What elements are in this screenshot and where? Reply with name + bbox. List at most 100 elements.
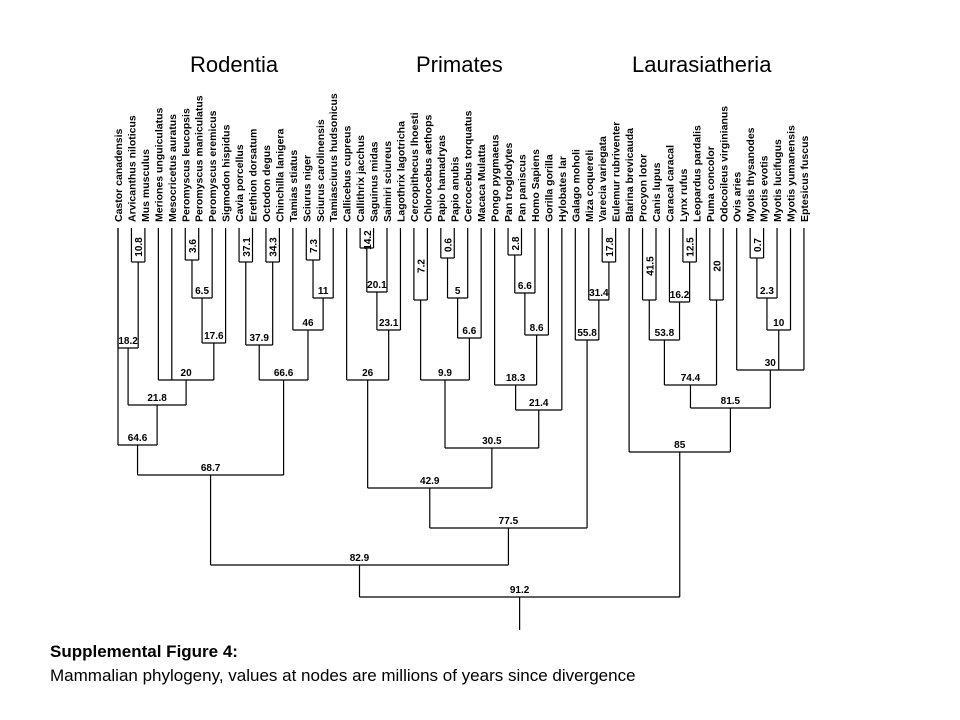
species-label: Gorilla gorilla bbox=[543, 154, 555, 222]
node-age-label: 7.3 bbox=[309, 239, 320, 253]
node-age-label: 55.8 bbox=[577, 328, 597, 339]
node-age-label: 12.5 bbox=[686, 237, 697, 257]
species-label: Canis lupus bbox=[651, 162, 663, 222]
species-label: Tamiasciurus hudsonicus bbox=[328, 93, 340, 222]
node-age-label: 30.5 bbox=[482, 436, 502, 447]
node-age-label: 6.6 bbox=[462, 326, 476, 337]
node-age-label: 18.2 bbox=[118, 336, 138, 347]
node-age-label: 31.4 bbox=[589, 288, 609, 299]
species-label: Eptesicus fuscus bbox=[799, 135, 811, 222]
species-label: Cercocebus torquatus bbox=[463, 110, 475, 222]
species-label: Myotis yumanensis bbox=[786, 125, 798, 222]
laurasiatheria-title: Laurasiatheria bbox=[632, 52, 772, 77]
node-age-label: 6.6 bbox=[518, 281, 532, 292]
node-age-label: 46 bbox=[302, 318, 314, 329]
species-label: Papio anubis bbox=[449, 156, 461, 222]
species-label: Papio hamadryas bbox=[436, 135, 448, 222]
node-age-label: 21.8 bbox=[147, 393, 167, 404]
node-age-label: 26 bbox=[362, 368, 374, 379]
species-label: Peromyscus eremicus bbox=[207, 110, 219, 222]
species-label: Meriones unguiculatus bbox=[153, 107, 165, 222]
species-label: Blarina brevicauda bbox=[624, 128, 636, 222]
species-label: Pan troglodytes bbox=[503, 142, 515, 222]
node-age-label: 18.3 bbox=[506, 373, 526, 384]
species-label: Cercopithecus lhoesti bbox=[409, 112, 421, 222]
node-age-label: 91.2 bbox=[510, 585, 530, 596]
primates-title: Primates bbox=[416, 52, 503, 77]
species-label: Peromyscus maniculatus bbox=[194, 95, 206, 222]
node-age-label: 53.8 bbox=[655, 328, 675, 339]
species-label: Myotis lucifugus bbox=[772, 139, 784, 222]
node-age-label: 2.3 bbox=[760, 286, 774, 297]
node-age-label: 34.3 bbox=[269, 237, 280, 257]
node-age-label: 7.2 bbox=[417, 259, 428, 273]
node-age-label: 37.9 bbox=[249, 333, 269, 344]
node-age-label: 17.8 bbox=[605, 237, 616, 257]
species-label: Odocoileus virginianus bbox=[718, 106, 730, 222]
species-label: Saguinus midas bbox=[369, 141, 381, 222]
species-label: Ovis aries bbox=[732, 172, 744, 222]
species-label: Eulemur rubriventer bbox=[611, 122, 623, 222]
node-age-label: 9.9 bbox=[438, 368, 452, 379]
species-label: Macaca Mulatta bbox=[476, 144, 488, 222]
node-age-label: 11 bbox=[318, 286, 329, 297]
species-label: Pongo pygmaeus bbox=[490, 134, 502, 222]
species-label: Cavia porcellus bbox=[234, 144, 246, 222]
node-age-label: 74.4 bbox=[681, 373, 701, 384]
node-age-label: 85 bbox=[674, 440, 686, 451]
species-label: Mesocricetus auratus bbox=[167, 114, 179, 222]
node-age-label: 2.8 bbox=[511, 236, 522, 250]
node-age-label: 41.5 bbox=[645, 256, 656, 276]
species-label: Galago moholi bbox=[570, 149, 582, 222]
species-label: Saimiri sciureus bbox=[382, 141, 394, 222]
node-age-label: 77.5 bbox=[499, 516, 519, 527]
species-label: Tamias stiatus bbox=[288, 150, 300, 222]
species-label: Castor canadensis bbox=[113, 128, 125, 222]
species-label: Leopardus pardalis bbox=[691, 125, 703, 222]
caption-title: Supplemental Figure 4: bbox=[50, 642, 238, 661]
caption-text: Mammalian phylogeny, values at nodes are… bbox=[50, 666, 636, 685]
node-age-label: 66.6 bbox=[274, 368, 294, 379]
species-label: Sciurus carolinensis bbox=[315, 119, 327, 222]
node-age-label: 14.2 bbox=[363, 230, 374, 250]
species-label: Hylobates lar bbox=[557, 156, 569, 222]
species-label: Callithrix jacchus bbox=[355, 135, 367, 222]
node-age-label: 0.6 bbox=[444, 238, 455, 252]
species-label: Lagothrix lagotricha bbox=[395, 121, 407, 222]
node-age-label: 64.6 bbox=[128, 433, 148, 444]
node-age-label: 37.1 bbox=[242, 237, 253, 257]
species-label: Sigmodon hispidus bbox=[221, 124, 233, 222]
node-age-label: 10 bbox=[773, 318, 785, 329]
species-label: Procyon lotor bbox=[638, 154, 650, 222]
species-label: Pan paniscus bbox=[517, 154, 529, 222]
node-age-label: 20 bbox=[181, 368, 193, 379]
species-label: Puma concolor bbox=[705, 146, 717, 222]
node-age-label: 0.7 bbox=[753, 238, 764, 252]
species-label: Chinchilla lanigera bbox=[274, 128, 286, 222]
species-label: Myotis evotis bbox=[759, 155, 771, 222]
species-label: Callicebus cupreus bbox=[342, 126, 354, 222]
node-age-label: 20 bbox=[713, 260, 724, 272]
species-label: Chlorocebus aethops bbox=[422, 114, 434, 222]
node-age-label: 5 bbox=[455, 286, 461, 297]
species-label: Peromyscus leucopsis bbox=[180, 108, 192, 222]
species-label: Miza coquereli bbox=[584, 150, 596, 222]
node-age-label: 10.8 bbox=[134, 237, 145, 257]
node-age-label: 68.7 bbox=[201, 463, 221, 474]
node-age-label: 3.6 bbox=[188, 239, 199, 253]
node-age-label: 42.9 bbox=[420, 476, 440, 487]
species-label: Varecia variegata bbox=[597, 136, 609, 222]
species-label: Caracal caracal bbox=[664, 145, 676, 222]
node-age-label: 6.5 bbox=[195, 286, 209, 297]
rodentia-title: Rodentia bbox=[190, 52, 279, 77]
node-age-label: 17.6 bbox=[204, 331, 224, 342]
node-age-label: 82.9 bbox=[350, 553, 370, 564]
species-label: Arvicanthus niloticus bbox=[126, 115, 138, 222]
node-age-label: 30 bbox=[765, 358, 777, 369]
node-age-label: 21.4 bbox=[529, 398, 549, 409]
node-age-label: 16.2 bbox=[670, 290, 690, 301]
node-age-label: 8.6 bbox=[530, 323, 544, 334]
species-label: Erethion dorsatum bbox=[248, 129, 260, 222]
species-label: Mus musculus bbox=[140, 149, 152, 222]
